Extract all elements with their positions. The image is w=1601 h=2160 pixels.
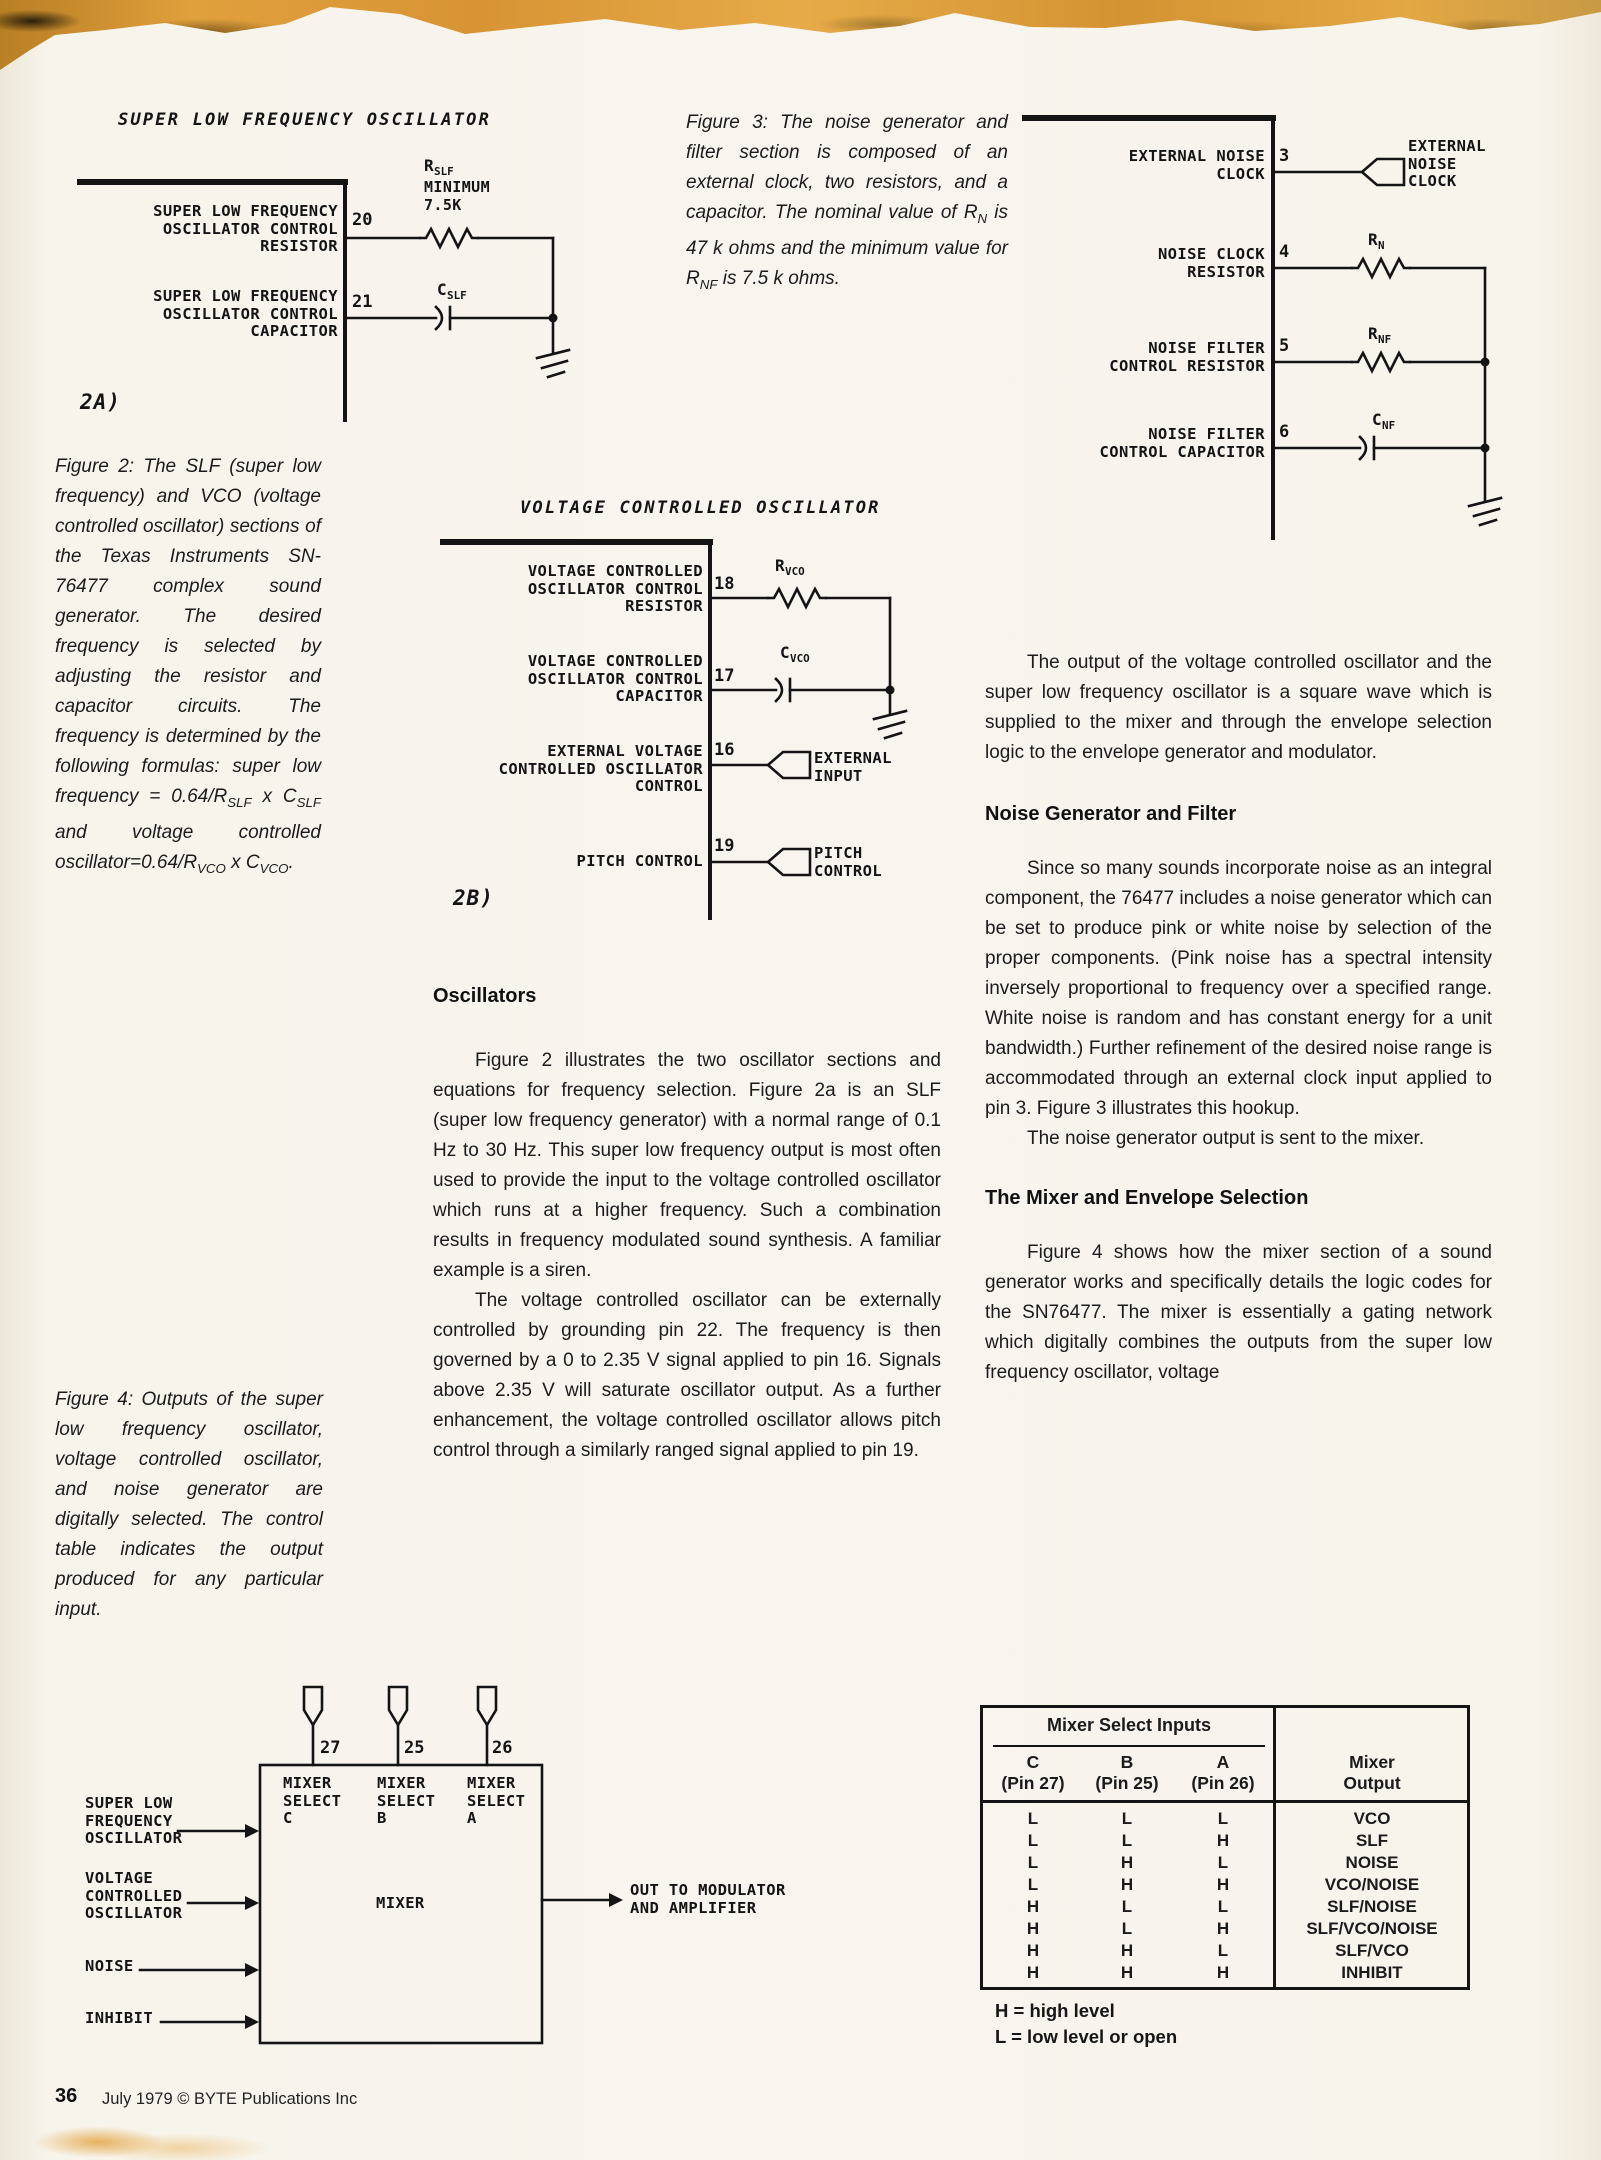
table-legend-low: L = low level or open xyxy=(995,2026,1178,2047)
noise-generator-schematic xyxy=(1022,115,1503,540)
table-legend-high: H = high level xyxy=(995,2000,1115,2021)
mixer-input-inhibit-label: INHIBIT xyxy=(85,2009,154,2027)
pin-6-number: 6 xyxy=(1279,422,1290,442)
mixer-input-slf-label: SUPER LOW FREQUENCY OSCILLATOR xyxy=(85,1794,183,1847)
mixer-box-label: MIXER xyxy=(376,1894,425,1912)
table-header-c: C (Pin 27) xyxy=(1001,1752,1065,1793)
rslf-minimum: MINIMUM xyxy=(424,178,491,197)
mixer-pin-25-number: 25 xyxy=(404,1738,425,1758)
oscillators-paragraph-1: Figure 2 illustrates the two oscillator … xyxy=(433,1050,941,1281)
pin-16-label: EXTERNAL VOLTAGE CONTROLLED OSCILLATOR C… xyxy=(498,742,703,795)
rvco-symbol: RVCO xyxy=(775,556,805,579)
pin-17-label: VOLTAGE CONTROLLED OSCILLATOR CONTROL CA… xyxy=(527,652,703,705)
rslf-symbol: RSLF xyxy=(424,156,454,179)
pin-19-label: PITCH CONTROL xyxy=(576,852,703,870)
pin-18-number: 18 xyxy=(714,574,735,594)
pin-21-number: 21 xyxy=(352,292,373,312)
rslf-value: 7.5K xyxy=(424,196,462,215)
pin-17-number: 17 xyxy=(714,666,735,686)
fig3-caption: Figure 3: The noise generator and filter… xyxy=(686,112,1008,292)
table-title-underline xyxy=(993,1745,1265,1747)
table-header-b: B (Pin 25) xyxy=(1095,1752,1159,1793)
fig2a-title: SUPER LOW FREQUENCY OSCILLATOR xyxy=(118,110,492,130)
external-noise-clock-label: EXTERNAL NOISE CLOCK xyxy=(1408,137,1486,190)
pin-4-number: 4 xyxy=(1279,242,1290,262)
pin-5-number: 5 xyxy=(1279,336,1290,356)
vco-output-paragraph: The output of the voltage controlled osc… xyxy=(985,652,1492,763)
fig2a-tag: 2A) xyxy=(80,390,121,414)
pitch-control-label: PITCH CONTROL xyxy=(814,844,883,880)
mixer-paragraph: Figure 4 shows how the mixer section of … xyxy=(985,1242,1492,1383)
fig2b-title: VOLTAGE CONTROLLED OSCILLATOR xyxy=(520,498,881,518)
pin-3-number: 3 xyxy=(1279,146,1290,166)
pin-21-label: SUPER LOW FREQUENCY OSCILLATOR CONTROL C… xyxy=(153,287,338,340)
fig2-caption: Figure 2: The SLF (super low frequency) … xyxy=(55,456,322,876)
table-header-separator xyxy=(983,1800,1467,1803)
noise-generator-heading: Noise Generator and Filter xyxy=(985,803,1237,825)
slf-oscillator-schematic xyxy=(77,179,571,422)
mixer-input-noise-label: NOISE xyxy=(85,1957,134,1975)
pin-20-label: SUPER LOW FREQUENCY OSCILLATOR CONTROL R… xyxy=(153,202,338,255)
mixer-select-b-label: MIXER SELECT B xyxy=(377,1774,436,1827)
noise-paragraph-2: The noise generator output is sent to th… xyxy=(1027,1128,1425,1149)
cslf-symbol: CSLF xyxy=(437,280,467,303)
table-title: Mixer Select Inputs xyxy=(1046,1715,1212,1735)
rn-symbol: RN xyxy=(1368,230,1385,253)
page-number: 36 xyxy=(55,2085,78,2107)
mixer-output-label: OUT TO MODULATOR AND AMPLIFIER xyxy=(630,1881,786,1917)
mixer-pin-27-number: 27 xyxy=(320,1738,341,1758)
noise-paragraph-1: Since so many sounds incorporate noise a… xyxy=(985,858,1493,1119)
pin-3-label: EXTERNAL NOISE CLOCK xyxy=(1128,147,1265,183)
fig4-caption: Figure 4: Outputs of the super low frequ… xyxy=(55,1389,323,1620)
pin-20-number: 20 xyxy=(352,210,373,230)
pin-16-number: 16 xyxy=(714,740,735,760)
mixer-pin-26-number: 26 xyxy=(492,1738,513,1758)
rnf-symbol: RNF xyxy=(1368,324,1392,347)
table-header-a: A (Pin 26) xyxy=(1191,1752,1255,1793)
mixer-input-vco-label: VOLTAGE CONTROLLED OSCILLATOR xyxy=(85,1869,183,1922)
pin-5-label: NOISE FILTER CONTROL RESISTOR xyxy=(1109,339,1265,375)
cnf-symbol: CNF xyxy=(1372,410,1396,433)
pin-18-label: VOLTAGE CONTROLLED OSCILLATOR CONTROL RE… xyxy=(527,562,703,615)
rslf-component-label: RSLF MINIMUM 7.5K xyxy=(424,156,490,214)
torn-page-edge-decoration xyxy=(0,0,1601,70)
mixer-select-c-label: MIXER SELECT C xyxy=(283,1774,342,1827)
mixer-select-table: Mixer Select Inputs C (Pin 27) B (Pin 25… xyxy=(980,1705,1470,1990)
oscillators-section: Oscillators Figure 2 illustrates the two… xyxy=(433,982,941,1466)
corner-stain-decoration xyxy=(20,2100,280,2160)
footer-imprint: July 1979 © BYTE Publications Inc xyxy=(102,2090,358,2108)
mixer-envelope-heading: The Mixer and Envelope Selection xyxy=(985,1187,1309,1209)
oscillators-heading: Oscillators xyxy=(433,985,537,1007)
external-input-label: EXTERNAL INPUT xyxy=(814,749,892,785)
oscillators-paragraph-2: The voltage controlled oscillator can be… xyxy=(433,1290,941,1461)
table-header-output: Mixer Output xyxy=(1343,1752,1401,1793)
fig2b-tag: 2B) xyxy=(453,886,494,910)
mixer-select-a-label: MIXER SELECT A xyxy=(467,1774,526,1827)
pin-19-number: 19 xyxy=(714,836,735,856)
table-column-divider xyxy=(1273,1708,1276,1987)
cvco-symbol: CVCO xyxy=(780,643,810,666)
vco-schematic xyxy=(440,539,908,920)
mixer-block-diagram xyxy=(138,1685,623,2045)
pin-4-label: NOISE CLOCK RESISTOR xyxy=(1157,245,1265,281)
pin-6-label: NOISE FILTER CONTROL CAPACITOR xyxy=(1099,425,1265,461)
right-text-column: The output of the voltage controlled osc… xyxy=(985,648,1492,1388)
